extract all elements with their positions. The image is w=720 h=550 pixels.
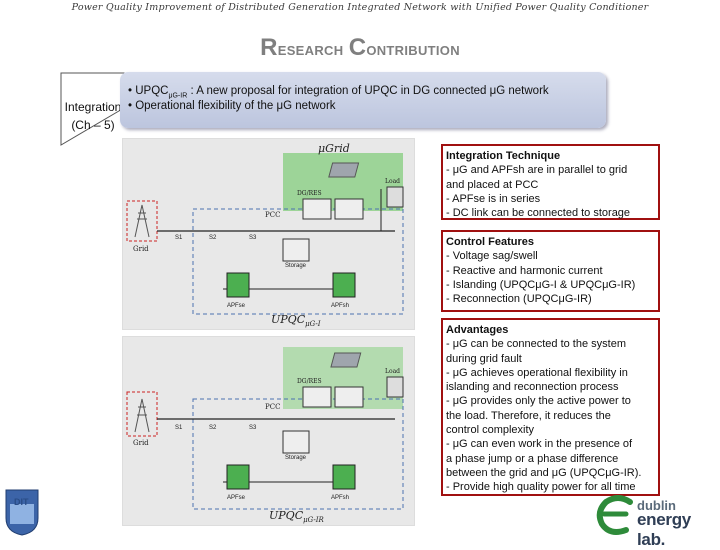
- control-heading: Control Features: [446, 236, 535, 248]
- title-initial-c: C: [348, 34, 367, 61]
- title-rest-2: ontribution: [366, 39, 460, 59]
- bullet-box: • UPQCμG-IR : A new proposal for integra…: [120, 72, 606, 128]
- bullet-upqc-lead: • UPQC: [128, 85, 169, 97]
- control-line: - Voltage sag/swell: [446, 250, 538, 263]
- dit-logo: [5, 489, 39, 536]
- solar-panel-icon-2: [330, 352, 362, 368]
- s3-label: S3: [249, 235, 257, 241]
- grid-boundary-2: [126, 391, 158, 437]
- bullet-upqc-sub: μG-IR: [168, 92, 188, 100]
- apfse-box-2: [226, 464, 250, 490]
- dg-converter-1: [302, 198, 332, 220]
- grid-boundary: [126, 200, 158, 242]
- load-box-2: [386, 376, 404, 398]
- advantages-heading: Advantages: [446, 324, 509, 336]
- advantages-line: control complexity: [446, 424, 535, 437]
- pcc-label-2: PCC: [265, 403, 280, 411]
- presentation-header: Power Quality Improvement of Distributed…: [71, 2, 649, 13]
- integration-line: - μG and APFsh are in parallel to grid: [446, 164, 628, 177]
- apfse-label: APFse: [227, 303, 246, 309]
- advantages-line: - μG can be connected to the system: [446, 338, 626, 351]
- dublin-energy-lab-text-1: dublin: [637, 498, 676, 513]
- load-label: Load: [385, 178, 400, 185]
- caption-upqc-2: UPQCμG-IR: [269, 509, 325, 524]
- s2-label: S2: [209, 235, 217, 241]
- control-features-panel: Control Features - Voltage sag/swell - R…: [441, 230, 660, 312]
- tower-icon-2: [134, 398, 150, 433]
- upqc-boundary: [192, 208, 404, 315]
- slide-title: Research Contribution: [0, 34, 720, 62]
- integration-technique-panel: Integration Technique - μG and APFsh are…: [441, 144, 660, 220]
- pcc-label: PCC: [265, 211, 280, 219]
- advantages-line: - μG achieves operational flexibility in: [446, 366, 628, 379]
- dg-label: DG/RES: [297, 190, 322, 197]
- storage-label-2: Storage: [285, 455, 307, 461]
- advantages-line: - Provide high quality power for all tim…: [446, 481, 636, 494]
- advantages-line: islanding and reconnection process: [446, 381, 619, 394]
- upqc-boundary-2: [192, 398, 404, 510]
- storage-box: [282, 238, 310, 262]
- advantages-line: a phase jump or a phase difference: [446, 452, 619, 465]
- dit-logo-text: DIT: [14, 497, 29, 507]
- advantages-line: - μG can even work in the presence of: [446, 438, 633, 451]
- apfsh-label-2: APFsh: [331, 495, 349, 501]
- integration-line: and placed at PCC: [446, 178, 539, 191]
- dg-label-2: DG/RES: [297, 378, 322, 385]
- load-box: [386, 186, 404, 208]
- integration-line: - APFse is in series: [446, 192, 541, 205]
- advantages-line: during grid fault: [446, 352, 522, 365]
- solar-panel-icon: [328, 162, 360, 178]
- advantages-line: - μG provides only the active power to: [446, 395, 631, 408]
- integration-heading: Integration Technique: [446, 150, 561, 162]
- control-line: - Islanding (UPQCμG-I & UPQCμG-IR): [446, 278, 636, 291]
- s1-label: S1: [175, 235, 183, 241]
- dublin-energy-lab-logo-icon: [596, 495, 633, 535]
- grid-label: Grid: [133, 245, 149, 253]
- storage-box-2: [282, 430, 310, 454]
- s3-label-2: S3: [249, 425, 257, 431]
- chevron-label-chapter: (Ch – 5): [71, 118, 115, 132]
- chevron-label-integration: Integration: [64, 100, 122, 114]
- apfse-box: [226, 272, 250, 298]
- advantages-line: between the grid and μG (UPQCμG-IR).: [446, 466, 642, 479]
- s1-label-2: S1: [175, 425, 183, 431]
- grid-label-2: Grid: [133, 439, 149, 447]
- storage-label: Storage: [285, 263, 307, 269]
- dublin-energy-lab-text-2: energy lab.: [637, 510, 691, 549]
- dg-converter-4: [334, 386, 364, 408]
- ugrid-label: μGrid: [318, 142, 350, 155]
- caption-upqc-1: UPQCμG-I: [271, 313, 321, 328]
- advantages-panel: Advantages - μG can be connected to the …: [441, 318, 660, 496]
- apfse-label-2: APFse: [227, 495, 246, 501]
- apfsh-box-2: [332, 464, 356, 490]
- dit-crest-shield: [10, 504, 34, 524]
- s2-label-2: S2: [209, 425, 217, 431]
- advantages-line: the load. Therefore, it reduces the: [446, 409, 611, 422]
- control-line: - Reconnection (UPQCμG-IR): [446, 293, 592, 306]
- title-rest-1: esearch: [277, 39, 349, 59]
- title-initial-r: R: [260, 34, 278, 61]
- tower-icon: [134, 204, 150, 238]
- dg-converter-3: [302, 386, 332, 408]
- load-label-2: Load: [385, 368, 400, 375]
- upqc-ug-i-diagram: μGrid Grid Load DG/RES PCC S1 S2 S3 Stor…: [122, 138, 415, 330]
- bullet-flexibility: • Operational flexibility of the μG netw…: [128, 100, 336, 112]
- apfsh-box: [332, 272, 356, 298]
- control-line: - Reactive and harmonic current: [446, 264, 603, 277]
- bullet-upqc: • UPQCμG-IR : A new proposal for integra…: [128, 85, 549, 99]
- upqc-ug-ir-diagram: Grid Load DG/RES PCC S1 S2 S3 Storage AP…: [122, 336, 415, 526]
- apfsh-label: APFsh: [331, 303, 349, 309]
- dg-converter-2: [334, 198, 364, 220]
- bullet-upqc-text: : A new proposal for integration of UPQC…: [187, 85, 549, 97]
- integration-line: - DC link can be connected to storage: [446, 207, 631, 220]
